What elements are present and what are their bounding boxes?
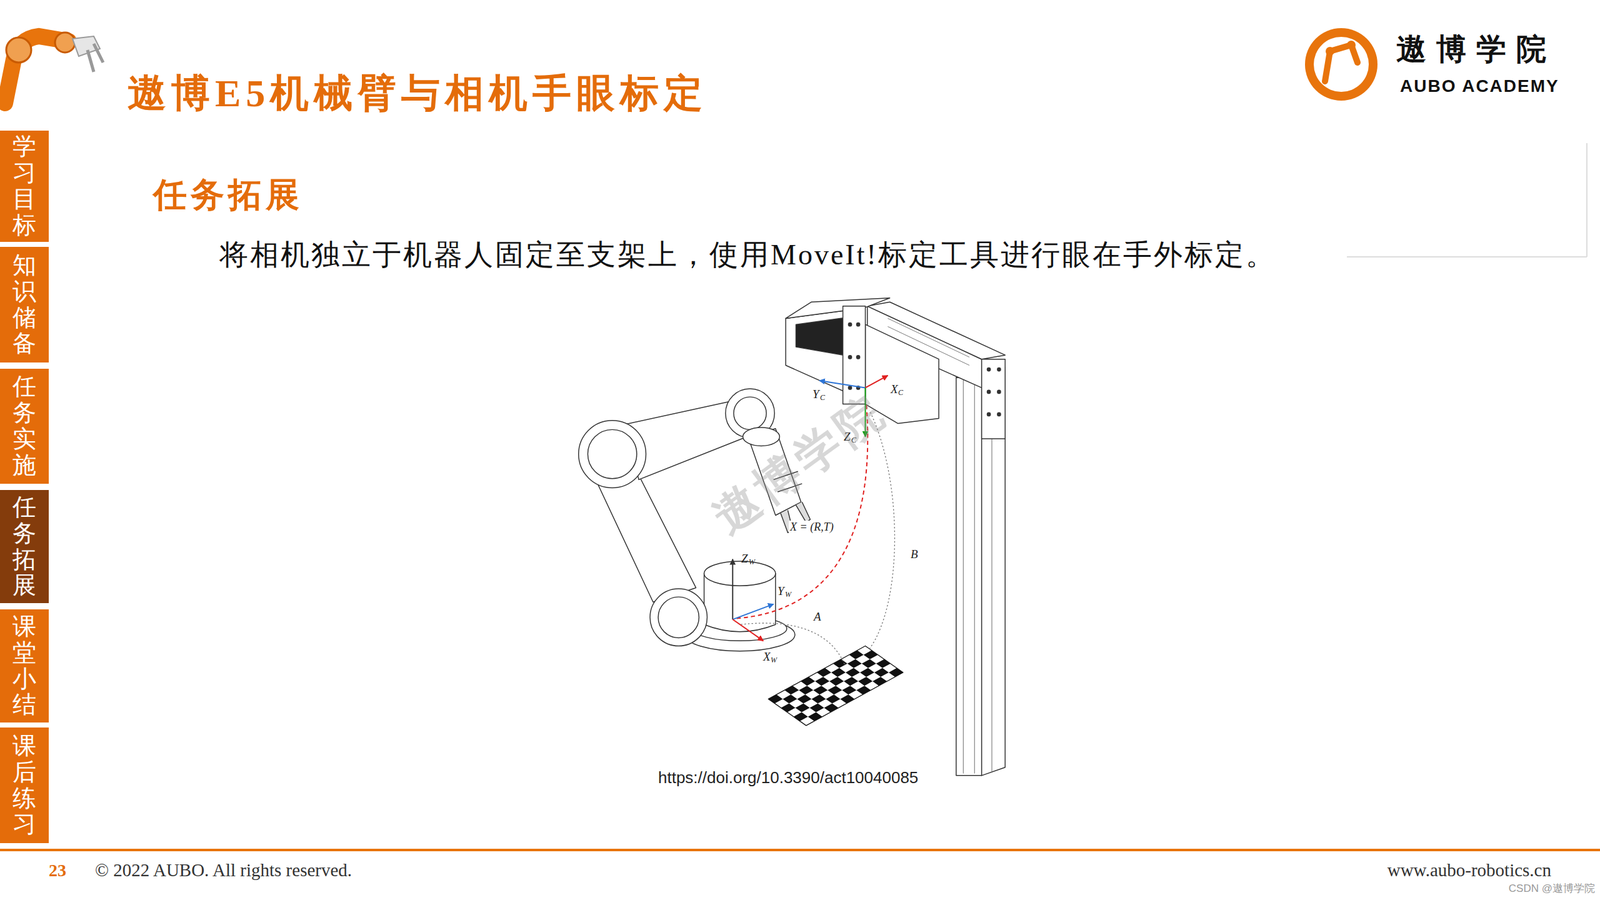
board-square	[798, 685, 814, 695]
board-square	[863, 650, 879, 660]
board-square	[841, 685, 857, 695]
board-square	[829, 676, 844, 686]
board-square	[849, 650, 864, 660]
board-square	[856, 685, 871, 695]
board-square	[847, 659, 862, 669]
axis-subscript: C	[898, 388, 904, 397]
board-square	[876, 659, 891, 669]
page-number: 23	[48, 860, 67, 882]
board-square	[874, 668, 889, 677]
relation-label: A	[812, 610, 823, 625]
frame-line	[1346, 143, 1587, 257]
axis-label: X	[890, 382, 899, 397]
nav-tab-text: 课后练习	[12, 733, 37, 838]
corner-robot-icon	[5, 32, 104, 104]
nav-tab: 知识储备	[0, 246, 49, 363]
axis-subscript: C	[820, 393, 825, 402]
source-link: https://doi.org/10.3390/act10040085	[658, 768, 919, 788]
board-square	[800, 676, 815, 686]
source-credit: CSDN @遨博学院	[1508, 882, 1595, 895]
board-square	[781, 703, 796, 712]
board-square	[795, 703, 810, 712]
nav-tab: 任务实施	[0, 368, 49, 484]
slide-title: 遨博E5机械臂与相机手眼标定	[127, 70, 708, 117]
board-square	[811, 694, 826, 704]
board-square	[796, 694, 812, 704]
board-square	[824, 703, 839, 712]
board-square	[784, 685, 799, 695]
board-square	[825, 694, 840, 704]
board-square	[888, 668, 904, 677]
logo-subtitle: AUBO ACADEMY	[1400, 75, 1560, 97]
board-square	[782, 694, 797, 704]
board-square	[808, 712, 823, 722]
nav-tab: 任务拓展	[0, 490, 49, 604]
footer-rule	[0, 848, 1600, 852]
board-square	[831, 668, 846, 677]
board-border	[768, 645, 904, 725]
axis-label: Y	[777, 584, 785, 599]
figure	[578, 298, 1005, 776]
axis-label: Y	[812, 387, 820, 402]
axis-label: Z	[741, 551, 749, 567]
logo-emblem	[1305, 28, 1378, 101]
board-square	[872, 676, 887, 686]
axis-label: X	[763, 650, 771, 665]
axis-subscript: W	[785, 590, 792, 599]
relation-curve	[740, 623, 845, 666]
task-text: 将相机独立于机器人固定至支架上，使用MoveIt!标定工具进行眼在手外标定。	[219, 237, 1277, 272]
copyright: © 2022 AUBO. All rights reserved.	[95, 859, 352, 882]
nav-tab-text: 课堂小结	[12, 613, 37, 719]
nav-tab-text: 任务拓展	[12, 494, 37, 599]
board-square	[793, 712, 809, 722]
board-square	[813, 685, 828, 695]
board-square	[843, 676, 859, 686]
nav-tab: 课后练习	[0, 727, 49, 844]
robot-arm	[578, 388, 811, 652]
board-square	[858, 676, 873, 686]
board-square	[861, 659, 877, 669]
board-square	[860, 668, 875, 677]
section-heading: 任务拓展	[153, 175, 304, 216]
nav-tab-text: 学习目标	[12, 133, 37, 239]
nav-tab: 学习目标	[0, 130, 49, 242]
board-square	[840, 694, 855, 704]
board-square	[833, 659, 848, 669]
relation-label: B	[909, 547, 920, 562]
transform-label: X = (R,T)	[788, 520, 835, 535]
board-square	[816, 668, 832, 677]
board-square	[768, 694, 783, 704]
nav-tab-text: 知识储备	[12, 252, 37, 357]
website: www.aubo-robotics.cn	[1387, 859, 1552, 882]
axis-subscript: W	[748, 557, 755, 567]
axis-subscript: W	[770, 655, 777, 665]
board-square	[815, 676, 830, 686]
nav-tab-text: 任务实施	[12, 373, 37, 479]
nav-tab: 课堂小结	[0, 609, 49, 723]
relation-curve	[869, 410, 895, 649]
board-square	[827, 685, 842, 695]
board-square	[845, 668, 860, 677]
checkerboard	[768, 645, 904, 725]
logo-name: 遨博学院	[1396, 31, 1557, 68]
gantry	[785, 298, 1005, 776]
board-square	[810, 703, 825, 712]
